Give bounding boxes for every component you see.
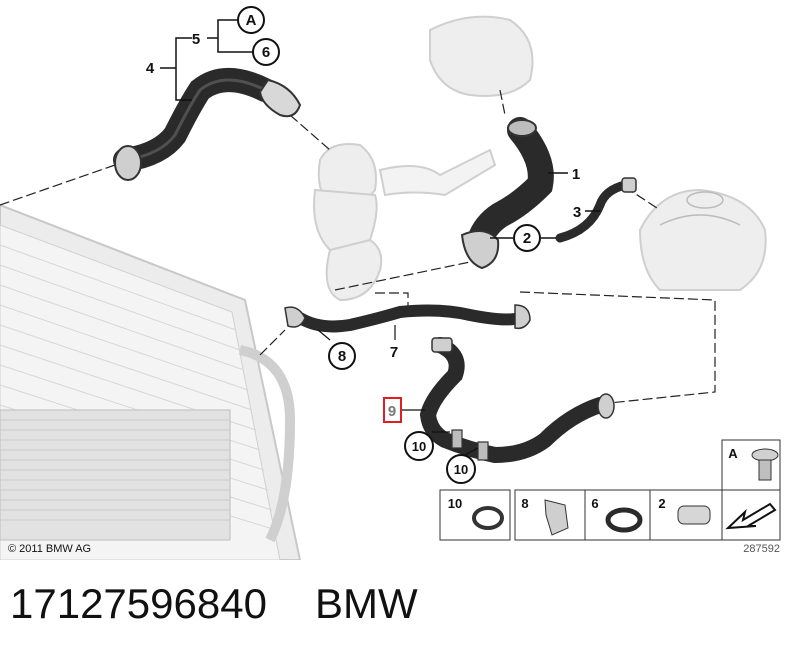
svg-text:A: A xyxy=(246,12,257,29)
svg-text:8: 8 xyxy=(338,348,346,365)
legend-box-A: A xyxy=(721,439,781,491)
svg-text:7: 7 xyxy=(390,344,398,361)
callout-2: 2 xyxy=(490,224,556,252)
svg-text:1: 1 xyxy=(572,166,580,183)
hose-3[interactable] xyxy=(555,177,637,243)
hose-4[interactable] xyxy=(113,68,302,181)
svg-text:10: 10 xyxy=(454,462,468,477)
callout-A: A xyxy=(237,6,265,34)
svg-text:6: 6 xyxy=(262,44,270,61)
copyright-text: © 2011 BMW AG xyxy=(8,543,91,555)
svg-text:9: 9 xyxy=(388,403,396,420)
callout-10-upper: 10 xyxy=(404,431,450,461)
expansion-tank xyxy=(659,191,741,226)
svg-text:3: 3 xyxy=(573,204,581,221)
svg-text:2: 2 xyxy=(658,496,665,511)
hose-9[interactable] xyxy=(419,337,615,464)
callout-10-lower: 10 xyxy=(446,447,479,484)
svg-text:2: 2 xyxy=(523,230,531,247)
callout-1: 1 xyxy=(548,166,580,183)
ghost-components xyxy=(313,15,767,302)
svg-text:A: A xyxy=(728,446,738,461)
callout-8: 8 xyxy=(317,329,356,370)
brand-name: BMW xyxy=(314,580,418,627)
legend-box-10: 10 xyxy=(439,489,511,541)
hose-1[interactable] xyxy=(460,117,554,270)
svg-text:10: 10 xyxy=(412,439,426,454)
legend-box-2: 2 xyxy=(649,489,723,541)
radiator xyxy=(0,203,302,560)
callout-5: 5 xyxy=(192,31,200,48)
callout-bracket-4 xyxy=(160,19,253,101)
callout-7: 7 xyxy=(390,325,398,361)
callout-4: 4 xyxy=(146,60,155,77)
diagram-number: 287592 xyxy=(743,543,780,555)
svg-text:10: 10 xyxy=(448,496,462,511)
callout-3: 3 xyxy=(573,204,600,221)
part-caption: 17127596840 BMW xyxy=(10,580,418,628)
legend-box-6: 6 xyxy=(584,489,651,541)
callout-9: 9 xyxy=(383,397,425,423)
legend-box-arrow xyxy=(721,489,781,541)
svg-text:6: 6 xyxy=(591,496,598,511)
callout-6: 6 xyxy=(252,38,280,66)
part-number: 17127596840 xyxy=(10,580,267,627)
svg-text:8: 8 xyxy=(521,496,528,511)
cooling-hoses-diagram: A 6 5 4 1 3 2 8 7 9 10 10 xyxy=(0,6,781,560)
legend-box-8: 8 xyxy=(514,489,586,541)
hose-7[interactable] xyxy=(284,304,531,333)
